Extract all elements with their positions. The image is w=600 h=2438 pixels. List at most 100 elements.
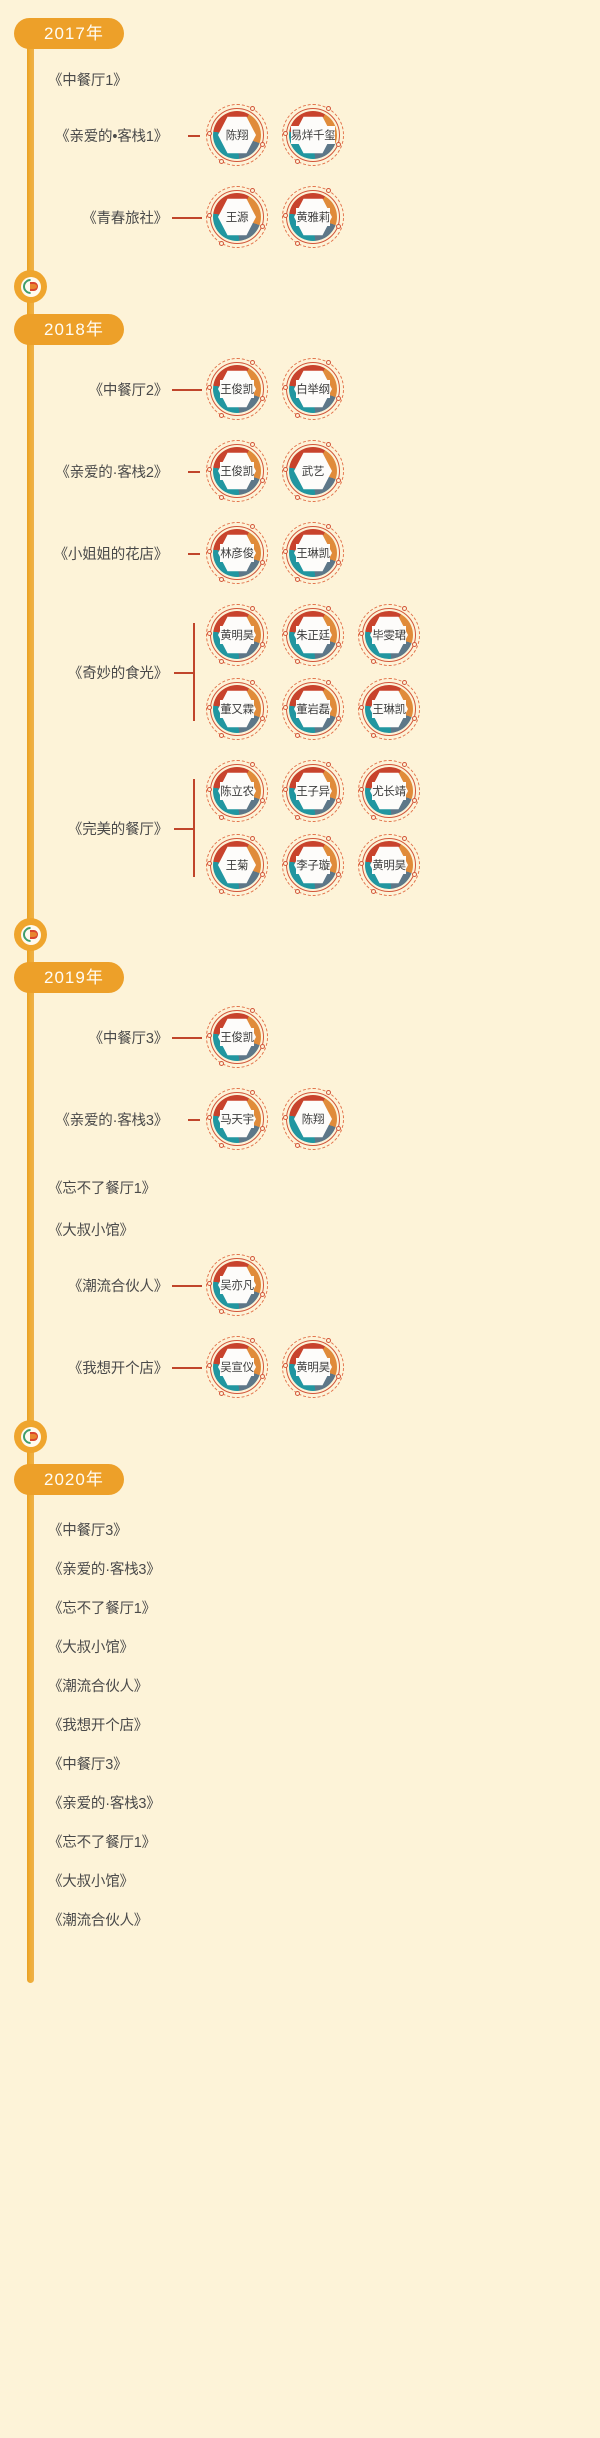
badge-group: 吴宣仪黄明昊 — [206, 1336, 344, 1398]
badge-dot-icon — [260, 1292, 265, 1297]
person-badge[interactable]: 王源 — [206, 186, 268, 248]
person-badge[interactable]: 王琳凯 — [282, 522, 344, 584]
year-shows: 《中餐厅3》《亲爱的·客栈3》《忘不了餐厅1》《大叔小馆》《潮流合伙人》《我想开… — [0, 1508, 600, 1943]
badge-dot-icon — [336, 798, 341, 803]
show-title: 《中餐厅3》 — [48, 1523, 128, 1539]
person-badge[interactable]: 黄明昊 — [358, 834, 420, 896]
person-badge[interactable]: 王子异 — [282, 760, 344, 822]
badge-dot-icon — [336, 224, 341, 229]
badge-dot-icon — [250, 606, 255, 611]
person-badge[interactable]: 尤长靖 — [358, 760, 420, 822]
person-badge[interactable]: 黄明昊 — [282, 1336, 344, 1398]
connector-dash — [172, 123, 206, 147]
badge-dot-icon — [207, 549, 212, 554]
person-badge[interactable]: 黄雅莉 — [282, 186, 344, 248]
connector-line — [172, 1025, 206, 1049]
row-spacer — [0, 1150, 600, 1170]
person-badge[interactable]: 王俊凯 — [206, 358, 268, 420]
node-circle — [14, 270, 47, 303]
badge-dot-icon — [283, 787, 288, 792]
person-badge[interactable]: 王俊凯 — [206, 440, 268, 502]
badge-dot-icon — [250, 1256, 255, 1261]
row-spacer — [0, 1316, 600, 1336]
person-badge[interactable]: 吴亦凡 — [206, 1254, 268, 1316]
row-spacer — [0, 1935, 600, 1943]
node-inner — [20, 1426, 41, 1447]
show-title: 《小姐姐的花店》 — [53, 546, 169, 563]
show-row: 《亲爱的·客栈3》 马天宇陈翔 — [0, 1088, 600, 1150]
person-badge[interactable]: 陈立农 — [206, 760, 268, 822]
show-row: 《潮流合伙人》 — [0, 1670, 600, 1701]
badge-dashed-ring — [282, 1088, 344, 1150]
badge-dot-icon — [402, 680, 407, 685]
badge-dot-icon — [250, 106, 255, 111]
badge-dashed-ring — [282, 440, 344, 502]
show-title: 《潮流合伙人》 — [48, 1913, 149, 1929]
year-marker: 2020年 — [0, 1464, 600, 1500]
person-badge[interactable]: 武艺 — [282, 440, 344, 502]
person-badge[interactable]: 王菊 — [206, 834, 268, 896]
badge-dot-icon — [219, 241, 224, 246]
person-badge[interactable]: 马天宇 — [206, 1088, 268, 1150]
badge-dashed-ring — [282, 358, 344, 420]
badge-dot-icon — [326, 360, 331, 365]
badge-dot-icon — [283, 467, 288, 472]
person-badge[interactable]: 王琳凯 — [358, 678, 420, 740]
badge-dashed-ring — [206, 522, 268, 584]
badge-dashed-ring — [206, 760, 268, 822]
show-row: 《我想开个店》 — [0, 1709, 600, 1740]
person-badge[interactable]: 朱正廷 — [282, 604, 344, 666]
show-title: 《潮流合伙人》 — [67, 1278, 168, 1295]
person-badge[interactable]: 吴宣仪 — [206, 1336, 268, 1398]
badge-dot-icon — [260, 1126, 265, 1131]
person-badge[interactable]: 董又霖 — [206, 678, 268, 740]
show-row: 《我想开个店》 吴宣仪黄明昊 — [0, 1336, 600, 1398]
badge-dot-icon — [336, 1126, 341, 1131]
badge-dot-icon — [295, 659, 300, 664]
row-spacer — [0, 502, 600, 522]
show-row: 《小姐姐的花店》 林彦俊王琳凯 — [0, 522, 600, 584]
person-badge[interactable]: 陈翔 — [282, 1088, 344, 1150]
show-title: 《忘不了餐厅1》 — [48, 1835, 156, 1851]
row-spacer — [0, 248, 600, 268]
show-title: 《中餐厅1》 — [48, 72, 128, 89]
person-badge[interactable]: 林彦俊 — [206, 522, 268, 584]
badge-dot-icon — [295, 1391, 300, 1396]
person-badge[interactable]: 董岩磊 — [282, 678, 344, 740]
show-row: 《亲爱的·客栈3》 — [0, 1787, 600, 1818]
person-badge[interactable]: 李子璇 — [282, 834, 344, 896]
person-badge[interactable]: 陈翔 — [206, 104, 268, 166]
show-row: 《完美的餐厅》陈立农王子异尤长靖王菊李子璇黄明昊 — [0, 760, 600, 896]
badge-dot-icon — [283, 1363, 288, 1368]
badge-row: 王菊李子璇黄明昊 — [206, 834, 420, 896]
badge-dashed-ring — [358, 834, 420, 896]
badge-dot-icon — [326, 106, 331, 111]
connector-dash — [172, 541, 206, 565]
show-row: 《亲爱的•客栈1》陈翔易烊千玺 — [0, 104, 600, 166]
show-row: 《大叔小馆》 — [0, 1631, 600, 1662]
person-badge[interactable]: 黄明昊 — [206, 604, 268, 666]
badge-dashed-ring — [206, 1336, 268, 1398]
person-badge[interactable]: 王俊凯 — [206, 1006, 268, 1068]
badge-dot-icon — [295, 577, 300, 582]
show-title: 《青春旅社》 — [82, 210, 168, 227]
badge-dot-icon — [260, 396, 265, 401]
badge-dot-icon — [219, 1143, 224, 1148]
leaf-icon — [29, 930, 38, 939]
badge-dot-icon — [326, 1338, 331, 1343]
row-spacer — [0, 1857, 600, 1865]
show-row: 《潮流合伙人》 — [0, 1904, 600, 1935]
badge-dot-icon — [371, 659, 376, 664]
show-title: 《忘不了餐厅1》 — [48, 1601, 156, 1617]
show-title: 《中餐厅2》 — [88, 382, 169, 399]
show-title: 《我想开个店》 — [67, 1360, 168, 1377]
badge-dot-icon — [283, 861, 288, 866]
badge-dot-icon — [260, 224, 265, 229]
person-badge[interactable]: 毕雯珺 — [358, 604, 420, 666]
show-title: 《亲爱的·客栈3》 — [55, 1112, 168, 1129]
show-title: 《奇妙的食光》 — [67, 665, 168, 682]
person-badge[interactable]: 白举纲 — [282, 358, 344, 420]
person-badge[interactable]: 易烊千玺 — [282, 104, 344, 166]
show-row: 《奇妙的食光》 黄明昊朱正廷毕雯珺董又霖董岩磊王琳凯 — [0, 604, 600, 740]
